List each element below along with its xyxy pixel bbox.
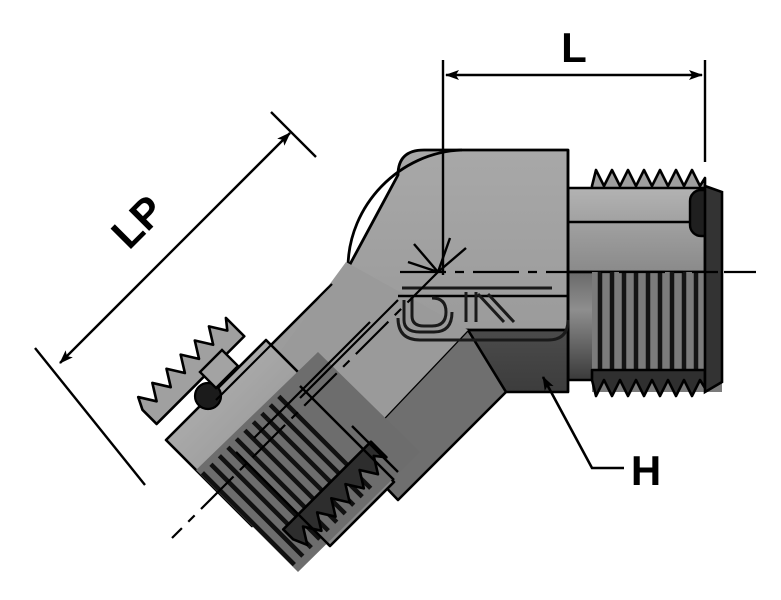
centerline-diagonal-axis [171, 269, 441, 539]
body-logo-engraving [396, 286, 570, 342]
dimension-LP-ext-lower [34, 347, 146, 486]
centerlines [171, 269, 756, 539]
inclined-thread-root [281, 440, 388, 547]
dimension-LP-ext-upper [270, 111, 317, 158]
right-barrel-upper [566, 186, 707, 274]
right-thread-root [590, 368, 707, 398]
dimension-H: H [541, 376, 661, 494]
right-end-shoulder [703, 184, 724, 395]
junction-edges [235, 385, 399, 547]
dimension-LP-label: LP [102, 186, 173, 257]
fitting-part [136, 148, 724, 572]
dimension-H-label: H [631, 447, 661, 494]
elbow-outer-radius [346, 148, 463, 269]
dimension-L: L [441, 24, 707, 275]
dimension-L-label: L [561, 24, 587, 71]
dimension-LP-arrow-line [59, 132, 291, 364]
dimension-H-leader [541, 376, 624, 470]
